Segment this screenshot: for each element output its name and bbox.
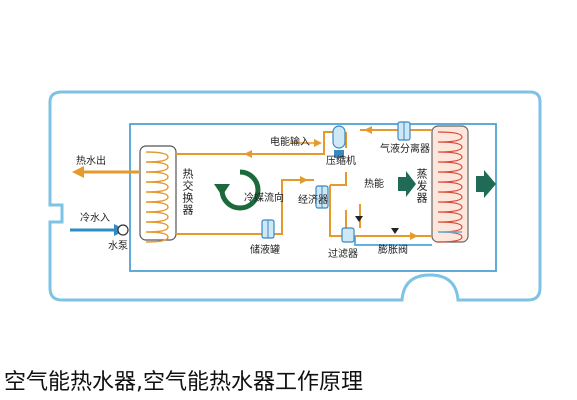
liquid-receiver-symbol [261,219,275,239]
compressor-symbol [332,125,346,158]
inner-frame [129,123,497,272]
heat-energy-arrow [398,171,416,197]
refrigerant-flow-label: 冷媒流向 [244,193,284,204]
evaporator-label: 蒸发器 [415,168,428,204]
filter-symbol [341,227,355,243]
power-input-label: 电能输入 [270,137,310,148]
economizer-symbol [315,185,329,209]
rotation-icon [214,169,261,211]
hot-water-out-label: 热水出 [76,156,106,167]
power-arrow [314,139,322,147]
heat-exchanger-coil [139,145,177,243]
page-caption: 空气能热水器,空气能热水器工作原理 [4,370,363,395]
cold-pipe [354,236,432,246]
compressor-label: 压缩机 [326,156,356,167]
heat-exchanger-label: 热交换器 [181,168,194,216]
separator-label: 气液分离器 [380,144,430,155]
expansion-valve-label: 膨胀阀 [378,245,408,256]
filter-label: 过滤器 [328,249,358,260]
flow-arrows [244,126,418,240]
heat-energy-label: 热能 [364,179,384,190]
air-flow-arrow [476,170,496,198]
expansion-valve-symbol [355,216,399,234]
water-pump-symbol [117,224,129,236]
water-pump-label: 水泵 [108,241,128,252]
separator-symbol [397,121,411,141]
evaporator-coil [431,125,469,243]
cold-water-in-label: 冷水入 [80,213,110,224]
economizer-label: 经济器 [298,195,328,206]
unit-outline [48,90,542,302]
liquid-receiver-label: 储液罐 [250,245,280,256]
